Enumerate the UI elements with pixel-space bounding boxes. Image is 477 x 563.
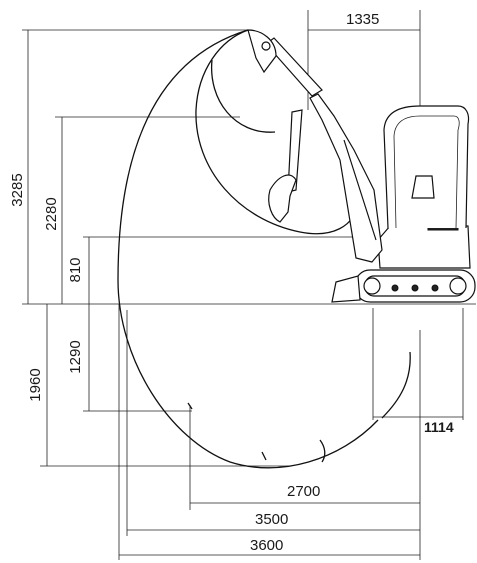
vertical-extension-lines	[118, 10, 464, 560]
dim-track-width: 1114	[424, 419, 454, 435]
seat	[411, 175, 435, 199]
dim-max-height: 3285	[9, 173, 26, 206]
vertical-dimension-lines	[27, 30, 90, 466]
horizontal-dimension-lines	[119, 29, 463, 556]
horizontal-reference-lines	[22, 29, 476, 467]
dim-reach-ground: 3500	[255, 511, 288, 528]
dozer-blade	[331, 275, 361, 303]
dim-max-reach: 3600	[250, 537, 283, 554]
dim-dig-depth: 1960	[27, 368, 44, 401]
dim-top-width: 1335	[346, 11, 379, 28]
boom	[309, 93, 383, 263]
dimension-labels: 1335 3285 2280 810 1290 1960 2700 3500 3…	[9, 11, 454, 554]
dipper-arm	[265, 37, 323, 97]
excavator-machine	[247, 29, 476, 303]
dim-dump-height: 2280	[43, 197, 60, 230]
dim-vertical-wall-depth: 2700	[287, 483, 320, 500]
dim-blade-depth: 1290	[67, 340, 84, 373]
dim-blade-lift: 810	[67, 257, 84, 282]
upper-structure	[377, 225, 471, 269]
bucket-curled	[268, 174, 297, 223]
operator-canopy	[383, 105, 470, 229]
bucket-raised	[247, 29, 277, 74]
